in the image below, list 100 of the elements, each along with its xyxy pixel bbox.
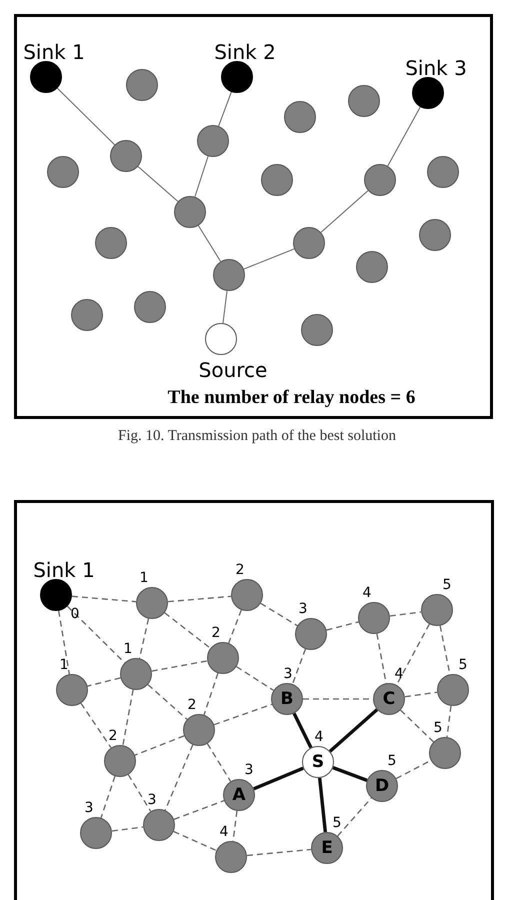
link-line	[168, 596, 232, 602]
link-line	[218, 91, 232, 127]
hop-count-label: 5	[332, 816, 342, 830]
link-line	[328, 708, 378, 753]
link-line	[246, 848, 312, 856]
hop-count-label: 3	[148, 793, 156, 807]
link-line	[337, 798, 372, 836]
hop-count-label: 4	[394, 667, 404, 681]
relay-node	[301, 314, 333, 346]
link-line	[228, 610, 242, 644]
link-line	[236, 666, 274, 691]
node-letter: A	[232, 786, 246, 804]
link-line	[396, 760, 432, 780]
relay-node	[348, 85, 380, 117]
relay-node	[110, 140, 142, 172]
hop-count-label: 3	[298, 602, 308, 616]
link-line	[404, 692, 438, 698]
link-line	[122, 690, 134, 746]
hop-count-label: 0	[70, 607, 80, 621]
hop-count-label: 3	[84, 801, 94, 815]
link-line	[292, 712, 312, 748]
hop-count-label: 3	[284, 667, 292, 681]
link-line	[332, 766, 368, 782]
hop-count-label: 2	[188, 698, 196, 712]
hop-count-label: 5	[442, 578, 452, 592]
hop-count-label: 4	[362, 586, 372, 600]
relay-node	[213, 259, 245, 291]
link-line	[56, 88, 116, 146]
hop-count-label: 3	[244, 763, 254, 777]
hop-count-label: 2	[212, 626, 220, 640]
relay-node	[293, 227, 325, 259]
node-label: Source	[198, 360, 268, 380]
link-line	[87, 677, 121, 687]
link-line	[320, 190, 369, 233]
link-line	[253, 766, 304, 790]
hop-count-label: 2	[108, 729, 118, 743]
node-letter: B	[280, 690, 294, 708]
node-label: Sink 1	[33, 560, 95, 580]
node-letter: C	[382, 690, 396, 708]
link-line	[232, 810, 238, 842]
node-label: Sink 1	[23, 42, 85, 62]
link-line	[390, 611, 422, 617]
node-label: Sink 2	[214, 42, 276, 62]
frame-caption: The number of relay nodes = 6	[168, 386, 416, 410]
hop-count-label: 5	[458, 658, 468, 672]
link-line	[164, 612, 211, 649]
relay-node	[71, 299, 103, 331]
link-line	[72, 596, 136, 602]
link-line	[138, 618, 150, 659]
figure-caption: Fig. 10. Transmission path of the best solution	[117, 427, 397, 446]
link-line	[194, 156, 209, 198]
link-line	[100, 776, 116, 818]
link-line	[138, 166, 178, 202]
relay-node	[126, 69, 158, 101]
hop-count-label: 1	[60, 658, 68, 672]
link-line	[174, 800, 224, 820]
link-line	[222, 290, 228, 324]
link-line	[80, 702, 112, 748]
link-line	[396, 624, 430, 686]
relay-node	[197, 125, 229, 157]
node-letter: S	[312, 754, 324, 770]
link-line	[128, 774, 152, 812]
link-line	[206, 743, 232, 782]
link-line	[318, 778, 328, 832]
link-line	[260, 602, 298, 626]
node-letter: D	[374, 778, 390, 794]
link-line	[203, 672, 219, 716]
link-line	[173, 830, 217, 852]
relay-node	[95, 227, 127, 259]
relay-node	[47, 156, 79, 188]
link-line	[243, 248, 295, 270]
relay-node	[356, 251, 388, 283]
link-line	[58, 610, 70, 674]
link-line	[446, 706, 452, 738]
link-line	[400, 710, 434, 742]
hop-count-label: 1	[140, 571, 148, 585]
relay-node	[284, 101, 316, 133]
hop-count-label: 4	[220, 825, 228, 839]
relay-node	[174, 196, 206, 228]
link-line	[387, 106, 421, 166]
hop-count-label: 1	[124, 642, 132, 656]
link-line	[198, 225, 222, 262]
hop-count-label: 5	[388, 754, 396, 768]
relay-node	[427, 156, 459, 188]
link-line	[292, 648, 306, 684]
link-line	[112, 826, 144, 832]
link-line	[326, 621, 359, 631]
link-line	[148, 684, 188, 720]
diagram-frame	[14, 500, 494, 900]
relay-node	[134, 291, 166, 323]
relay-node	[419, 219, 451, 251]
diagram-frame	[14, 14, 493, 419]
link-line	[134, 735, 184, 756]
relay-node	[261, 164, 293, 196]
hop-count-label: 4	[314, 730, 324, 744]
hop-count-label: 5	[434, 721, 442, 735]
relay-node	[364, 164, 396, 196]
node-label: Sink 3	[405, 58, 467, 78]
link-line	[152, 660, 208, 672]
node-letter: E	[321, 840, 333, 856]
